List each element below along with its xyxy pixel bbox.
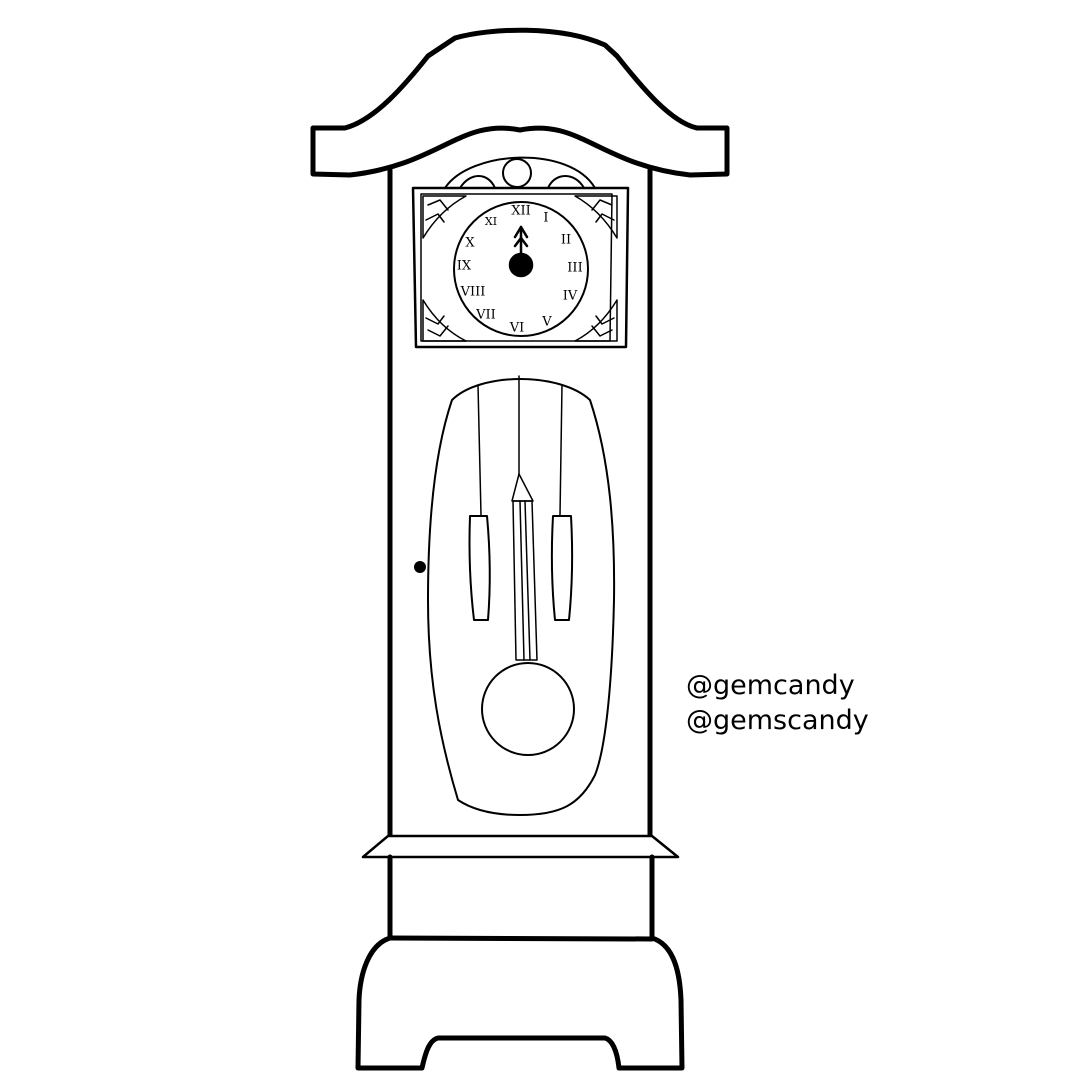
numeral-1: I: [543, 211, 548, 226]
waist-shelf: [361, 834, 680, 859]
numeral-8: VIII: [460, 285, 486, 300]
dial-arch: [444, 156, 596, 189]
numeral-10: X: [465, 236, 475, 251]
numeral-11: XI: [485, 215, 497, 228]
clock-hood: [310, 27, 730, 178]
credit-handle-2: @gemscandy: [686, 705, 869, 736]
weight-chains: [477, 375, 563, 516]
clock-hands: [508, 225, 534, 278]
numeral-6: VI: [509, 321, 525, 336]
weight-left: [468, 515, 491, 621]
corner-ornaments: [422, 195, 618, 342]
pendulum: [481, 473, 575, 756]
numeral-7: VII: [475, 308, 496, 323]
door-knob: [414, 561, 426, 573]
artist-credits: @gemcandy @gemscandy: [686, 668, 869, 738]
clock-base: [355, 935, 685, 1071]
numeral-9: IX: [457, 259, 472, 274]
credit-handle-1: @gemcandy: [686, 670, 855, 701]
numeral-4: IV: [563, 289, 578, 304]
numeral-3: III: [567, 261, 582, 276]
numeral-2: II: [561, 233, 571, 248]
numeral-5: V: [541, 315, 552, 330]
dial-box: [411, 186, 630, 349]
numeral-12: XII: [511, 204, 531, 219]
weight-right: [550, 515, 574, 621]
